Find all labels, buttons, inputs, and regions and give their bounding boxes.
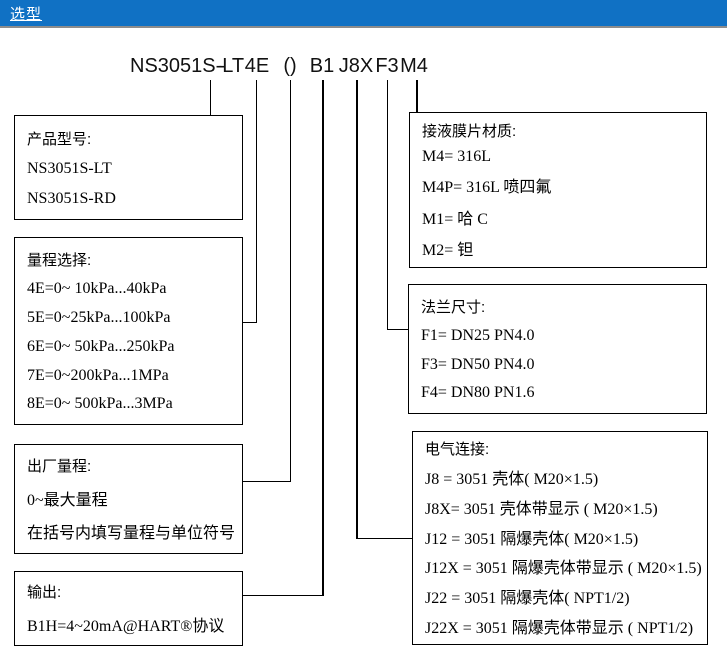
section-header-bar: 选型 [0, 0, 727, 28]
box-item: F1= DN25 PN4.0 [421, 327, 535, 345]
connector-parens-hline [240, 481, 291, 482]
model-seg-dash: - [218, 55, 226, 77]
model-seg-parens: () [283, 55, 297, 77]
box-item: M1= 哈 C [422, 210, 488, 228]
box-item: J12X = 3051 隔爆壳体带显示 ( M20×1.5) [425, 560, 702, 578]
box-item: J22 = 3051 隔爆壳体( NPT1/2) [425, 590, 630, 608]
box-item: 5E=0~25kPa...100kPa [27, 309, 171, 327]
section-title: 选型 [10, 6, 43, 23]
box-product-model-title: 产品型号: [27, 130, 92, 148]
connector-output-vline [322, 80, 324, 596]
model-seg-material: M4 [400, 55, 428, 77]
box-item: J8X= 3051 壳体带显示 ( M20×1.5) [425, 500, 658, 518]
box-diaphragm-material-title: 接液膜片材质: [422, 123, 517, 141]
box-electrical-connection: 电气连接: J8 = 3051 壳体( M20×1.5) J8X= 3051 壳… [412, 431, 708, 645]
connector-flange-vline [387, 80, 388, 330]
model-seg-base: NS3051S-LT [130, 55, 245, 77]
box-item: J22X = 3051 隔爆壳体带显示 ( NPT1/2) [425, 620, 694, 638]
model-seg-output: B1 [309, 55, 335, 77]
connector-parens-vline [290, 80, 291, 481]
box-item: M4P= 316L 喷四氟 [422, 179, 552, 197]
box-item: 8E=0~ 500kPa...3MPa [27, 395, 173, 413]
connector-base-vline [210, 80, 211, 115]
box-item: F4= DN80 PN1.6 [421, 384, 535, 402]
box-electrical-connection-title: 电气连接: [425, 440, 490, 458]
box-item: NS3051S-RD [27, 189, 116, 207]
connector-flange-hline [387, 329, 409, 330]
box-item: B1H=4~20mA@HART®协议 [27, 617, 225, 635]
box-flange-size-title: 法兰尺寸: [421, 298, 486, 316]
box-item: M2= 钽 [422, 241, 474, 259]
box-item: 7E=0~200kPa...1MPa [27, 366, 169, 384]
box-range-selection: 量程选择: 4E=0~ 10kPa...40kPa 5E=0~25kPa...1… [14, 237, 243, 425]
connector-output-hline [240, 595, 323, 596]
box-range-selection-title: 量程选择: [27, 251, 92, 269]
box-output-title: 输出: [27, 584, 62, 602]
box-product-model: 产品型号: NS3051S-LT NS3051S-RD [14, 115, 243, 220]
model-seg-electrical: J8X [338, 55, 374, 77]
box-item: M4= 316L [422, 148, 492, 166]
connector-electrical-vline [356, 80, 358, 539]
connector-range-vline [256, 80, 257, 323]
box-item: 0~最大量程 [27, 491, 108, 509]
model-seg-flange: F3 [375, 55, 399, 77]
box-diaphragm-material: 接液膜片材质: M4= 316L M4P= 316L 喷四氟 M1= 哈 C M… [409, 112, 707, 268]
box-item: NS3051S-LT [27, 160, 112, 177]
model-seg-range: 4E [244, 55, 270, 77]
box-item: F3= DN50 PN4.0 [421, 355, 535, 373]
box-output: 输出: B1H=4~20mA@HART®协议 [14, 571, 243, 646]
connector-electrical-hline [356, 538, 412, 539]
box-item: 4E=0~ 10kPa...40kPa [27, 280, 167, 298]
connector-material-vline [416, 80, 418, 112]
box-item: J12 = 3051 隔爆壳体( M20×1.5) [425, 530, 639, 548]
connector-range-hline [236, 322, 257, 323]
box-factory-range: 出厂量程: 0~最大量程 在括号内填写量程与单位符号 [14, 444, 243, 554]
box-item: 在括号内填写量程与单位符号 [27, 525, 236, 543]
box-item: 6E=0~ 50kPa...250kPa [27, 337, 175, 355]
box-factory-range-title: 出厂量程: [27, 457, 92, 475]
box-item: J8 = 3051 壳体( M20×1.5) [425, 470, 599, 488]
box-flange-size: 法兰尺寸: F1= DN25 PN4.0 F3= DN50 PN4.0 F4= … [408, 284, 707, 414]
